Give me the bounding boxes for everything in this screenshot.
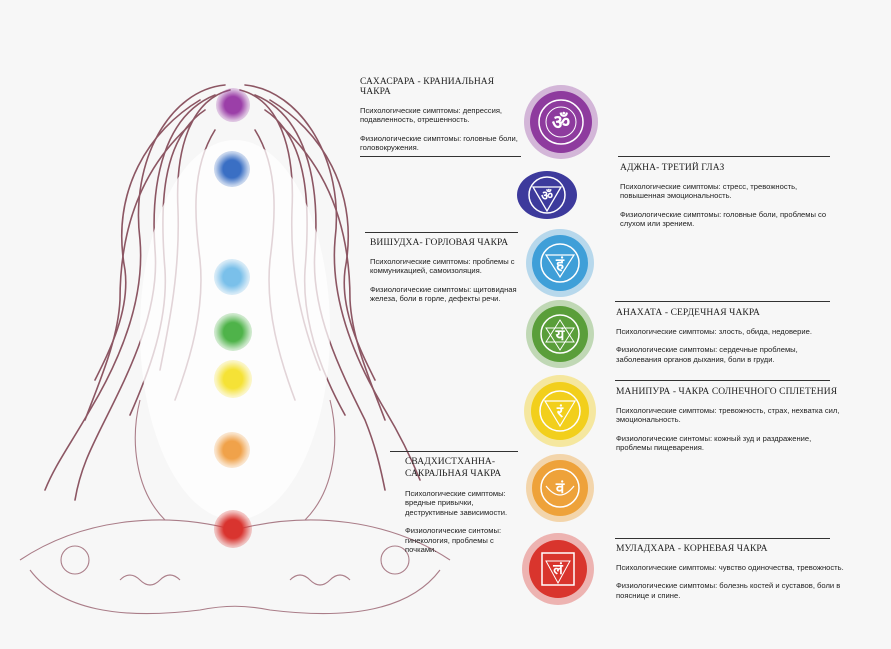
heart-dot (214, 313, 252, 351)
muladhara-symbol-icon: लं (522, 533, 594, 605)
sahasrara-info: САХАСРАРА - КРАНИАЛЬНАЯ ЧАКРА Психологич… (360, 77, 525, 162)
anahata-info: АНАХАТА - СЕРДЕЧНАЯ ЧАКРА Психологически… (616, 308, 836, 373)
divider (390, 451, 518, 452)
sacral-dot (214, 432, 250, 468)
svadhisthana-info: СВАДХИСТХАННА- САКРАЛЬНАЯ ЧАКРА Психолог… (405, 456, 517, 563)
manipura-symbol-icon: रं (524, 375, 596, 447)
phys-symptoms: Физиологические синтомы: гинекология, пр… (405, 526, 502, 555)
phys-symptoms: Физиологические симптомы: сердечные проб… (616, 345, 798, 364)
anahata-symbol-icon: यं (526, 300, 594, 368)
psych-symptoms: Психологические симптомы: тревожность, с… (616, 406, 840, 425)
chakra-title: АДЖНА- ТРЕТИЙ ГЛАЗ (620, 163, 725, 173)
chakra-title: МАНИПУРА - ЧАКРА СОЛНЕЧНОГО СПЛЕТЕНИЯ (616, 387, 838, 397)
chakra-title: АНАХАТА - СЕРДЕЧНАЯ ЧАКРА (616, 308, 760, 318)
throat-dot (214, 259, 250, 295)
phys-symptoms: Физиологические симптомы: болезнь костей… (616, 581, 841, 600)
divider (618, 156, 830, 157)
divider (615, 380, 830, 381)
svg-text:यं: यं (555, 326, 566, 344)
psych-symptoms: Психологические симптомы: стресс, тревож… (620, 182, 798, 201)
chakra-title: СВАДХИСТХАННА- САКРАЛЬНАЯ ЧАКРА (405, 457, 502, 479)
chakra-title: ВИШУДХА- ГОРЛОВАЯ ЧАКРА (370, 238, 509, 248)
divider (615, 538, 830, 539)
vishuddha-info: ВИШУДХА- ГОРЛОВАЯ ЧАКРА Психологические … (370, 238, 525, 313)
svadhisthana-symbol-icon: वं (526, 454, 594, 522)
svg-text:वं: वं (555, 479, 565, 497)
chakra-title: МУЛАДХАРА - КОРНЕВАЯ ЧАКРА (616, 544, 768, 554)
vishuddha-symbol-icon: हं (526, 229, 594, 297)
phys-symptoms: Физиологические синтомы: кожный зуд и ра… (616, 433, 812, 453)
sahasrara-symbol-icon: ॐ (524, 85, 598, 159)
muladhara-info: МУЛАДХАРА - КОРНЕВАЯ ЧАКРА Психологическ… (616, 544, 844, 609)
psych-symptoms: Психологические симптомы: злость, обида,… (616, 327, 812, 336)
phys-symptoms: Физиологические симптомы: головные боли,… (360, 133, 518, 153)
third-eye-dot (214, 151, 250, 187)
ajna-symbol-icon: ॐ (517, 171, 577, 219)
psych-symptoms: Психологические симптомы: чувство одиноч… (616, 563, 844, 572)
svg-text:ॐ: ॐ (541, 188, 553, 204)
svg-text:हं: हं (555, 255, 565, 273)
svg-text:रं: रं (556, 403, 564, 421)
phys-symptoms: Физиологические симптомы: щитовидная жел… (370, 284, 517, 304)
chakra-title: САХАСРАРА - КРАНИАЛЬНАЯ ЧАКРА (360, 77, 495, 97)
divider (615, 301, 830, 302)
crown-dot (216, 88, 250, 122)
ajna-info: АДЖНА- ТРЕТИЙ ГЛАЗ Психологические симпт… (620, 163, 830, 238)
manipura-info: МАНИПУРА - ЧАКРА СОЛНЕЧНОГО СПЛЕТЕНИЯ Пс… (616, 387, 841, 462)
root-dot (214, 510, 252, 548)
psych-symptoms: Психологические симптомы: проблемы с ком… (370, 257, 515, 276)
divider (365, 232, 518, 233)
solar-dot (214, 360, 252, 398)
psych-symptoms: Психологические симптомы: депрессия, под… (360, 106, 503, 125)
divider (360, 156, 521, 157)
phys-symptoms: Физиологические симптомы: головные боли,… (620, 209, 827, 229)
svg-text:लं: लं (552, 562, 563, 578)
psych-symptoms: Психологические симптомы: вредные привыч… (405, 489, 508, 517)
svg-text:ॐ: ॐ (552, 110, 570, 134)
